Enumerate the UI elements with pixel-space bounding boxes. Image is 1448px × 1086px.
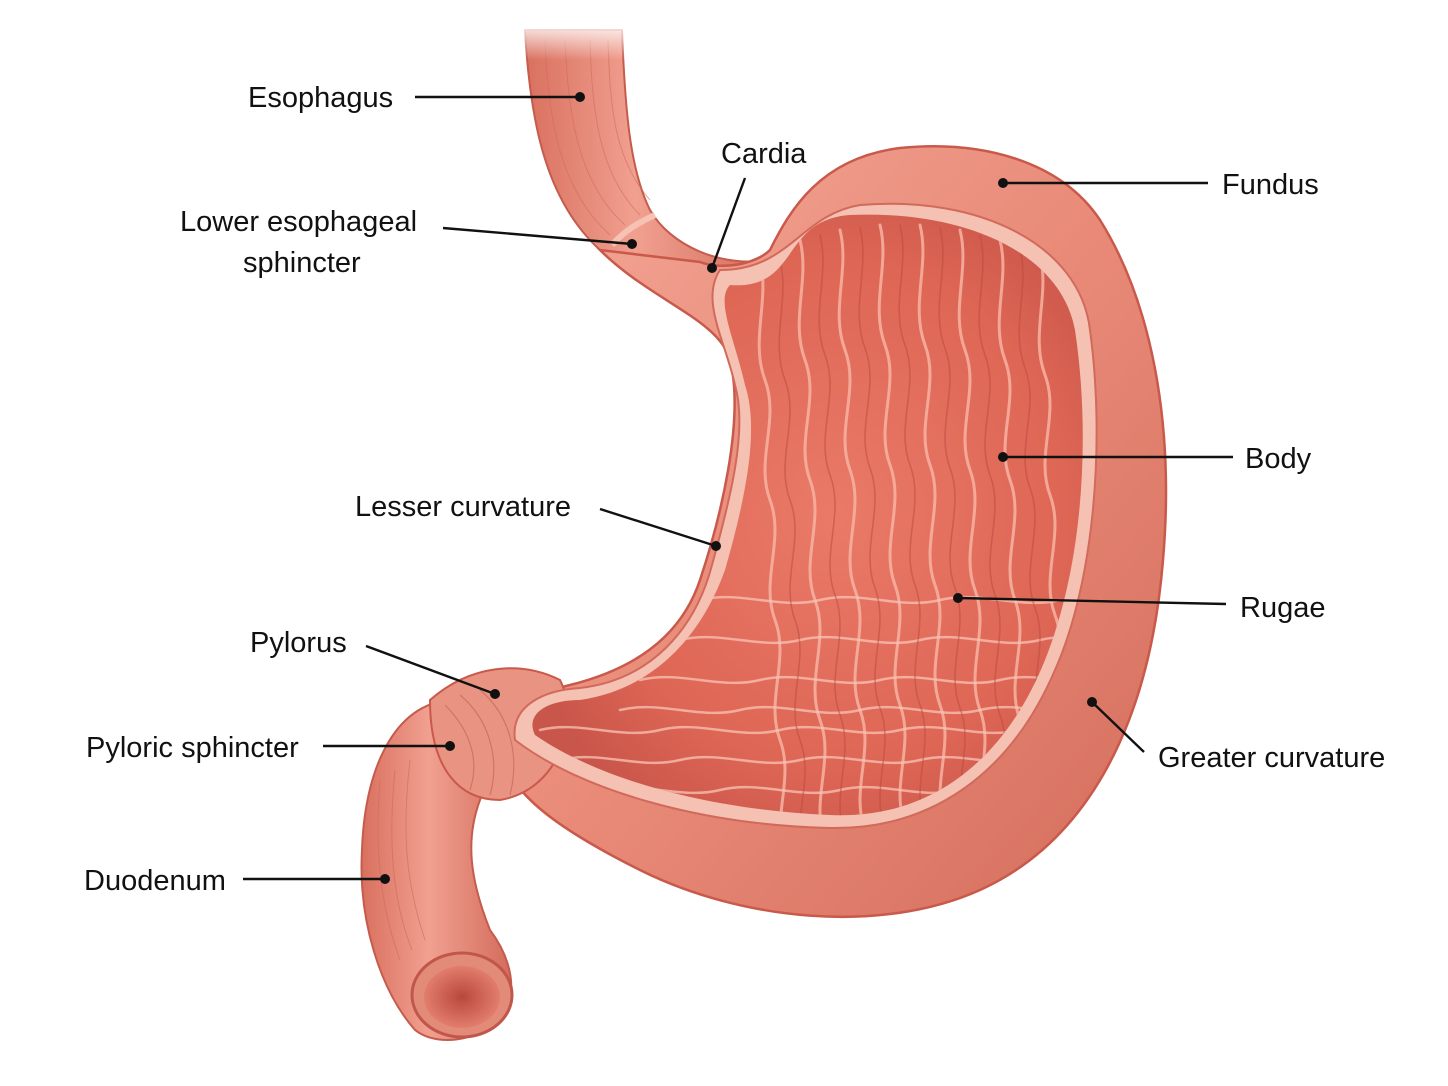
stomach-illustration <box>428 145 1168 919</box>
label-duodenum-text: Duodenum <box>84 865 226 897</box>
label-les-line1-text: Lower esophageal <box>180 206 417 238</box>
esophagus-illustration <box>510 20 774 294</box>
label-greater-curvature-text: Greater curvature <box>1158 742 1385 774</box>
label-fundus-text: Fundus <box>1222 169 1319 201</box>
label-rugae: Rugae <box>953 592 1325 624</box>
label-pyloric-sphincter: Pyloric sphincter <box>86 732 455 764</box>
label-body-text: Body <box>1245 443 1312 475</box>
label-cardia: Cardia <box>707 138 807 273</box>
label-pyloric-sphincter-text: Pyloric sphincter <box>86 732 299 764</box>
label-lesser-curvature-text: Lesser curvature <box>355 491 571 523</box>
label-pylorus: Pylorus <box>250 627 500 699</box>
label-fundus: Fundus <box>998 169 1319 201</box>
label-esophagus-text: Esophagus <box>248 82 393 114</box>
label-body: Body <box>998 443 1312 475</box>
label-duodenum: Duodenum <box>84 865 390 897</box>
label-rugae-text: Rugae <box>1240 592 1325 624</box>
label-lesser-curvature: Lesser curvature <box>355 491 721 551</box>
label-pylorus-text: Pylorus <box>250 627 347 659</box>
label-greater-curvature: Greater curvature <box>1087 697 1385 774</box>
label-cardia-text: Cardia <box>721 138 807 170</box>
label-lower-esophageal-sphincter: Lower esophageal sphincter <box>180 206 637 279</box>
label-esophagus: Esophagus <box>248 82 585 114</box>
label-les-line2-text: sphincter <box>243 247 361 279</box>
